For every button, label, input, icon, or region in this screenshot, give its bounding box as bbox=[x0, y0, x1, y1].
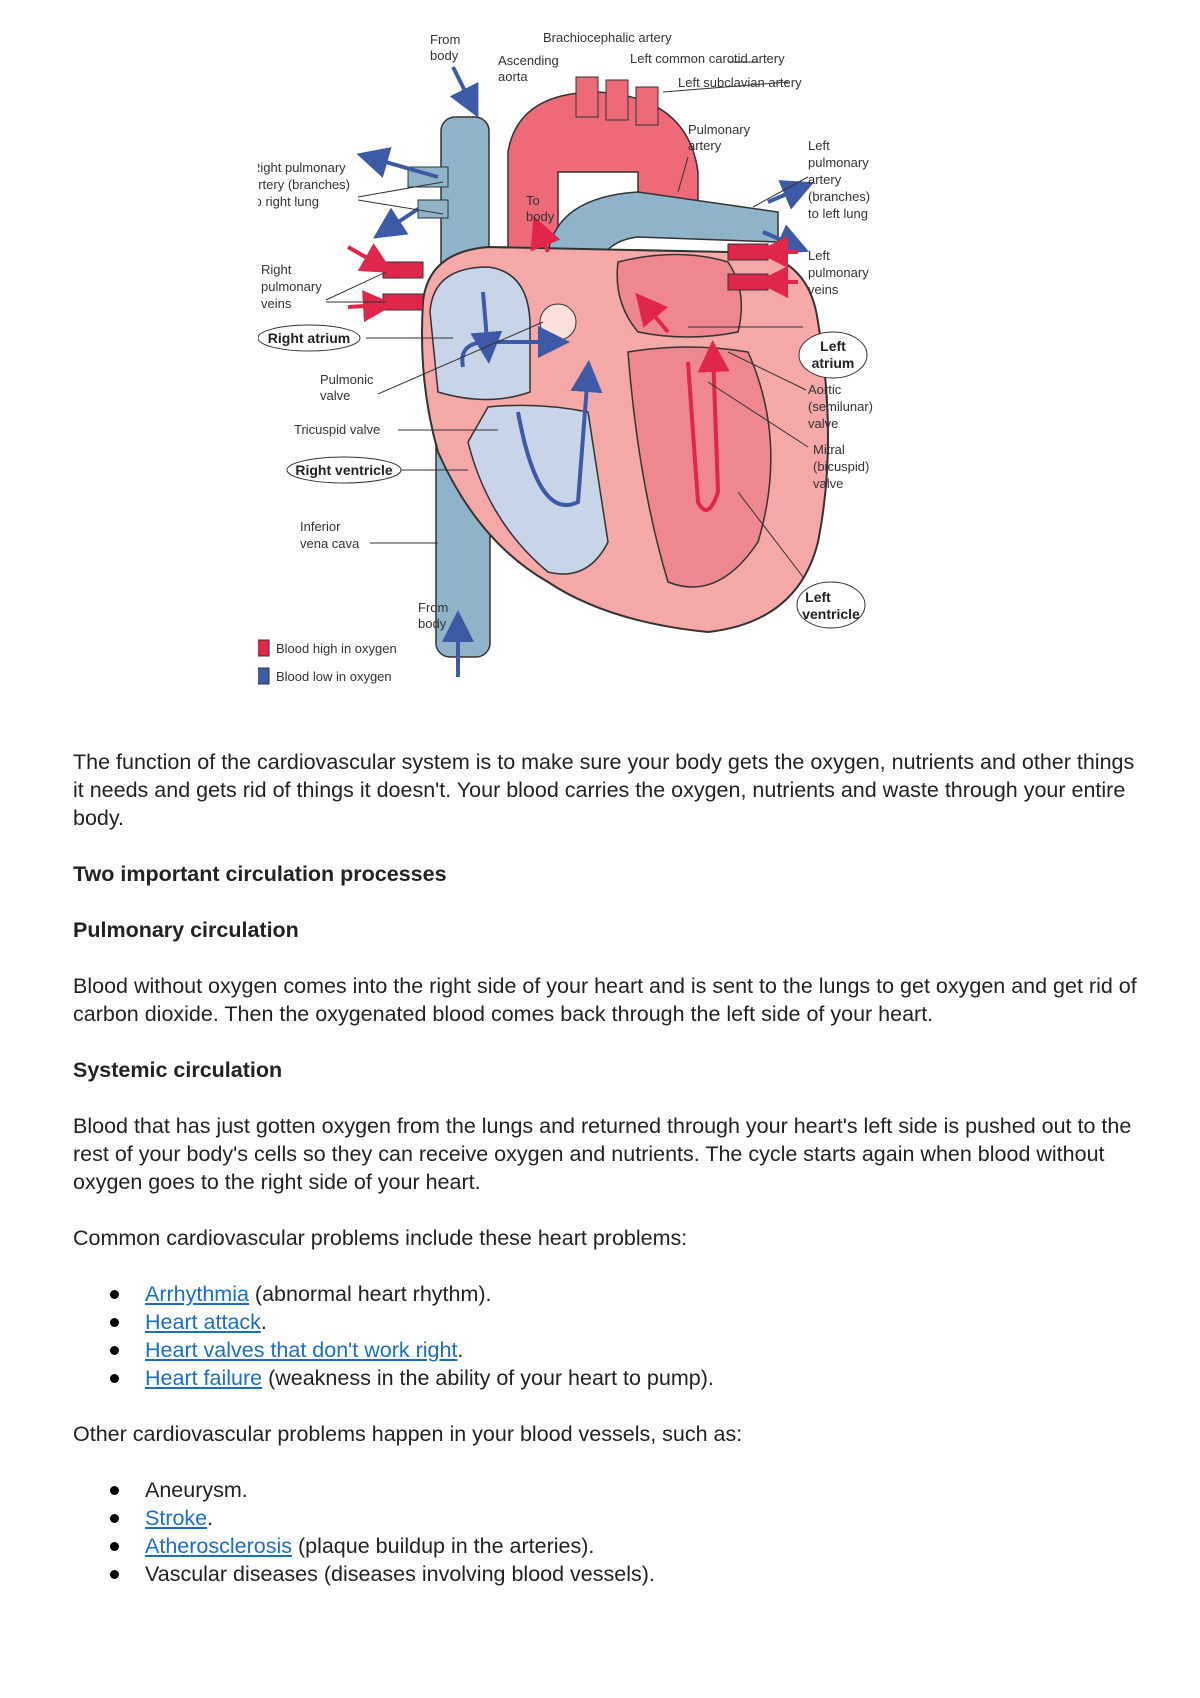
list-item: Heart attack. bbox=[110, 1308, 1143, 1336]
list-item: Aneurysm. bbox=[110, 1476, 1143, 1504]
flow-arrow-red bbox=[686, 340, 730, 512]
list-item-text: (weakness in the ability of your heart t… bbox=[262, 1366, 714, 1390]
left-ventricle-oval bbox=[796, 581, 866, 629]
list-item-text: (abnormal heart rhythm). bbox=[248, 1282, 492, 1306]
flow-arrow-blue bbox=[767, 180, 815, 210]
section-heading: Two important circulation processes bbox=[73, 862, 447, 886]
list-item-text: . bbox=[260, 1310, 267, 1334]
flow-arrow-red bbox=[635, 292, 670, 334]
list-item: Heart valves that don't work right. bbox=[110, 1336, 1143, 1364]
flow-arrow-blue bbox=[516, 360, 603, 508]
left-pulmonary-vein-1 bbox=[727, 243, 769, 261]
list-item-text: . bbox=[457, 1338, 464, 1362]
legend-label-high-oxygen: Blood high in oxygen bbox=[276, 641, 397, 656]
label-tricuspid-valve: Tricuspid valve bbox=[294, 422, 380, 437]
left-carotid-artery bbox=[605, 79, 629, 121]
pulmonary-paragraph: Blood without oxygen comes into the righ… bbox=[73, 974, 1137, 1026]
label-right-ventricle: Right ventricle bbox=[295, 462, 392, 478]
list-item: Atherosclerosis (plaque buildup in the a… bbox=[110, 1532, 1143, 1560]
label-right-atrium: Right atrium bbox=[268, 330, 350, 346]
right-atrium-oval bbox=[258, 324, 361, 352]
label-left-subclavian: Left subclavian artery bbox=[678, 75, 802, 90]
left-pulmonary-vein-2 bbox=[727, 273, 769, 291]
left-subclavian-artery bbox=[635, 86, 659, 126]
heart-valves-link[interactable]: Heart valves that don't work right bbox=[145, 1338, 458, 1362]
pulmonic-valve-shape bbox=[539, 303, 577, 341]
list-item: Arrhythmia (abnormal heart rhythm). bbox=[110, 1280, 1143, 1308]
heart-failure-link[interactable]: Heart failure bbox=[145, 1366, 263, 1390]
legend-swatch-high-oxygen bbox=[258, 639, 270, 657]
flow-arrow-blue bbox=[449, 66, 479, 118]
flow-arrow-red bbox=[347, 243, 394, 273]
flow-arrow-red bbox=[530, 215, 561, 253]
left-atrium-oval bbox=[798, 331, 868, 379]
intro-paragraph: The function of the cardiovascular syste… bbox=[73, 750, 1135, 830]
list-item-text: . bbox=[207, 1506, 214, 1530]
right-pulmonary-vein-2 bbox=[382, 293, 424, 311]
flow-arrow-red bbox=[347, 290, 395, 323]
right-ventricle-oval bbox=[286, 456, 402, 484]
left-atrium-chamber bbox=[616, 253, 743, 338]
list-item: Stroke. bbox=[110, 1504, 1143, 1532]
list-item: Heart failure (weakness in the ability o… bbox=[110, 1364, 1143, 1392]
flow-arrow-blue bbox=[460, 326, 570, 368]
pulmonary-heading: Pulmonary circulation bbox=[73, 918, 299, 942]
right-pulmonary-branch-2 bbox=[417, 199, 449, 219]
list-item: Vascular diseases (diseases involving bl… bbox=[110, 1560, 1143, 1588]
label-brachiocephalic-artery: Brachiocephalic artery bbox=[543, 30, 672, 45]
list-item-text: (plaque buildup in the arteries). bbox=[291, 1534, 595, 1558]
list-item-text: Aneurysm. bbox=[145, 1478, 248, 1502]
article-content: The function of the cardiovascular syste… bbox=[73, 748, 1143, 1588]
legend-swatch-low-oxygen bbox=[258, 667, 270, 685]
right-ventricle-chamber bbox=[467, 404, 609, 575]
flow-arrow-blue bbox=[372, 207, 420, 239]
label-mitral-valve: Mitral(bicuspid)valve bbox=[813, 442, 869, 491]
systemic-paragraph: Blood that has just gotten oxygen from t… bbox=[73, 1114, 1132, 1194]
heart-attack-link[interactable]: Heart attack bbox=[145, 1310, 261, 1334]
brachiocephalic-artery bbox=[575, 76, 599, 118]
vessel-problems-list: Aneurysm. Stroke. Atherosclerosis (plaqu… bbox=[73, 1476, 1143, 1588]
list-item-text: Vascular diseases (diseases involving bl… bbox=[145, 1562, 655, 1586]
systemic-heading: Systemic circulation bbox=[73, 1058, 283, 1082]
vessel-problems-intro: Other cardiovascular problems happen in … bbox=[73, 1422, 743, 1446]
arrhythmia-link[interactable]: Arrhythmia bbox=[145, 1282, 249, 1306]
flow-arrow-blue bbox=[356, 147, 439, 179]
right-pulmonary-vein-1 bbox=[382, 261, 424, 279]
heart-problems-intro: Common cardiovascular problems include t… bbox=[73, 1226, 688, 1250]
stroke-link[interactable]: Stroke bbox=[145, 1506, 208, 1530]
label-aortic-valve: Aortic(semilunar)valve bbox=[808, 382, 873, 431]
right-atrium-chamber bbox=[429, 266, 531, 401]
legend-label-low-oxygen: Blood low in oxygen bbox=[276, 669, 392, 684]
atherosclerosis-link[interactable]: Atherosclerosis bbox=[145, 1534, 292, 1558]
heart-problems-list: Arrhythmia (abnormal heart rhythm). Hear… bbox=[73, 1280, 1143, 1392]
label-left-common-carotid: Left common carotid artery bbox=[630, 51, 785, 66]
